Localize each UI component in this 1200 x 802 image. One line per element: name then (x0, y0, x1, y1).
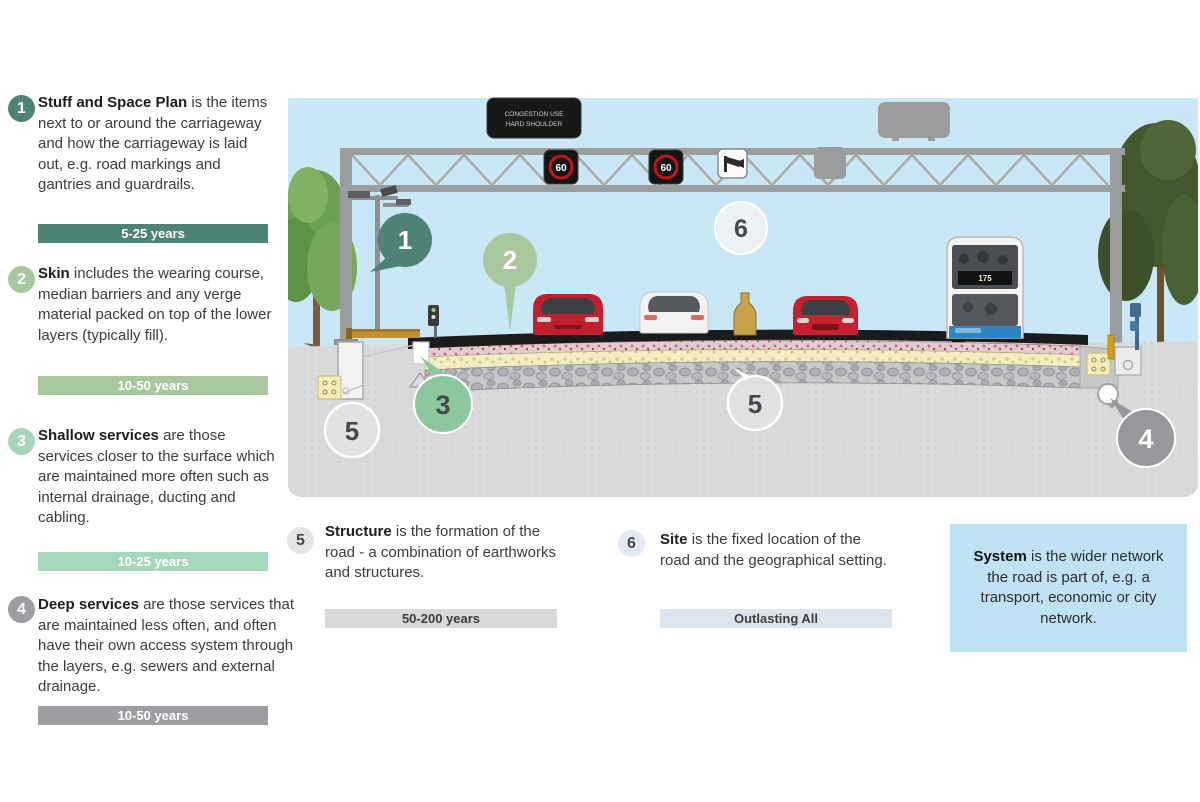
marker-3: 3 (413, 357, 473, 434)
item-number-label: 6 (627, 534, 636, 552)
item-description: Shallow services are those services clos… (38, 426, 280, 529)
marker-5-center: 5 (726, 367, 784, 432)
lifespan-badge: 50-200 years (325, 609, 557, 628)
marker-3-label: 3 (435, 390, 450, 420)
speed-limit-sign-1: 60 (543, 149, 579, 185)
lifespan-label: Outlasting All (733, 611, 819, 626)
lifespan-badge: 10-25 years (38, 552, 268, 571)
message-sign-line1: CONGESTION USE (505, 111, 565, 118)
item-rest: is the items next to or around the carri… (38, 94, 268, 193)
speed-limit-label: 60 (660, 163, 672, 174)
lifespan-label: 5-25 years (121, 226, 185, 241)
deep-sewer-pipe (1097, 383, 1119, 409)
speed-limit-sign-2: 60 (648, 149, 684, 185)
left-foundation (337, 341, 415, 400)
road-cross-section-illustration: CONGESTION USE HARD SHOULDER 60 60 (288, 97, 1198, 497)
lifespan-badge: 5-25 years (38, 224, 268, 243)
variable-message-sign: CONGESTION USE HARD SHOULDER (486, 97, 582, 139)
guardrail (346, 328, 420, 339)
marker-2-label: 2 (503, 245, 517, 275)
red-car-rear (533, 294, 603, 337)
item-rest: are those services that are maintained l… (38, 596, 294, 695)
marker-2: 2 (483, 233, 537, 332)
item-rest: is the formation of the road - a combina… (325, 523, 556, 581)
gantry-bottom-chord (340, 185, 1125, 192)
item-rest: are those services closer to the surface… (38, 427, 275, 526)
red-car-front (793, 296, 858, 337)
lifespan-badge: 10-50 years (38, 706, 268, 725)
marker-6: 6 (714, 201, 768, 255)
item-term: Site (660, 531, 688, 548)
item-description: Stuff and Space Plan is the items next t… (38, 93, 274, 196)
camera-sign (717, 148, 748, 179)
sign-back-large (878, 102, 950, 141)
item-number-5: 5 (287, 527, 314, 554)
item-number-2: 2 (8, 266, 35, 293)
system-rest: is the wider network the road is part of… (980, 548, 1164, 627)
item-description: Site is the fixed location of the road a… (660, 530, 894, 571)
item-description: Skin includes the wearing course, median… (38, 264, 278, 346)
item-number-label: 4 (17, 600, 26, 618)
lifespan-badge: 10-50 years (38, 376, 268, 395)
speed-limit-label: 60 (555, 163, 567, 174)
item-number-label: 3 (17, 432, 26, 450)
right-roadside-kit (1079, 334, 1142, 389)
item-term: Deep services (38, 596, 139, 613)
bus-route-label: 175 (978, 274, 992, 283)
system-info-box: System is the wider network the road is … (950, 524, 1187, 652)
item-number-4: 4 (8, 596, 35, 623)
marker-1-label: 1 (398, 225, 412, 255)
lifespan-badge: Outlasting All (660, 609, 892, 628)
marker-5-label: 5 (748, 389, 762, 419)
item-term: Structure (325, 523, 392, 540)
lifespan-label: 10-50 years (117, 378, 189, 393)
item-number-label: 1 (17, 99, 26, 117)
marker-6-label: 6 (734, 215, 748, 243)
item-description: Structure is the formation of the road -… (325, 522, 573, 584)
gantry-right-pole (1110, 148, 1122, 386)
item-number-label: 2 (17, 270, 26, 288)
item-term: Skin (38, 265, 70, 282)
service-chamber (412, 341, 430, 365)
marker-1: 1 (370, 213, 432, 272)
duct-box-left (317, 375, 342, 400)
marker-4: 4 (1110, 398, 1176, 468)
item-number-1: 1 (8, 95, 35, 122)
item-number-label: 5 (296, 531, 305, 549)
item-number-6: 6 (618, 530, 645, 557)
gantry-left-pole (340, 148, 352, 341)
marker-4-label: 4 (1138, 424, 1153, 454)
lifespan-label: 10-50 years (117, 708, 189, 723)
message-sign-line2: HARD SHOULDER (506, 121, 563, 128)
lifespan-label: 50-200 years (401, 611, 481, 626)
white-car-rear (639, 291, 709, 335)
system-term: System (973, 548, 1027, 565)
double-decker-bus: 175 (946, 236, 1024, 342)
item-rest: is the fixed location of the road and th… (660, 531, 887, 569)
bollard (733, 292, 757, 336)
marker-5-label: 5 (345, 416, 359, 446)
item-number-3: 3 (8, 428, 35, 455)
traffic-signal-left (428, 305, 439, 338)
sign-back-small (814, 147, 846, 179)
marker-5-left: 5 (323, 401, 381, 459)
item-rest: includes the wearing course, median barr… (38, 265, 272, 344)
item-description: Deep services are those services that ar… (38, 595, 296, 698)
item-term: Shallow services (38, 427, 159, 444)
lifespan-label: 10-25 years (117, 554, 189, 569)
traffic-signal-right (1130, 303, 1141, 350)
item-term: Stuff and Space Plan (38, 94, 188, 111)
